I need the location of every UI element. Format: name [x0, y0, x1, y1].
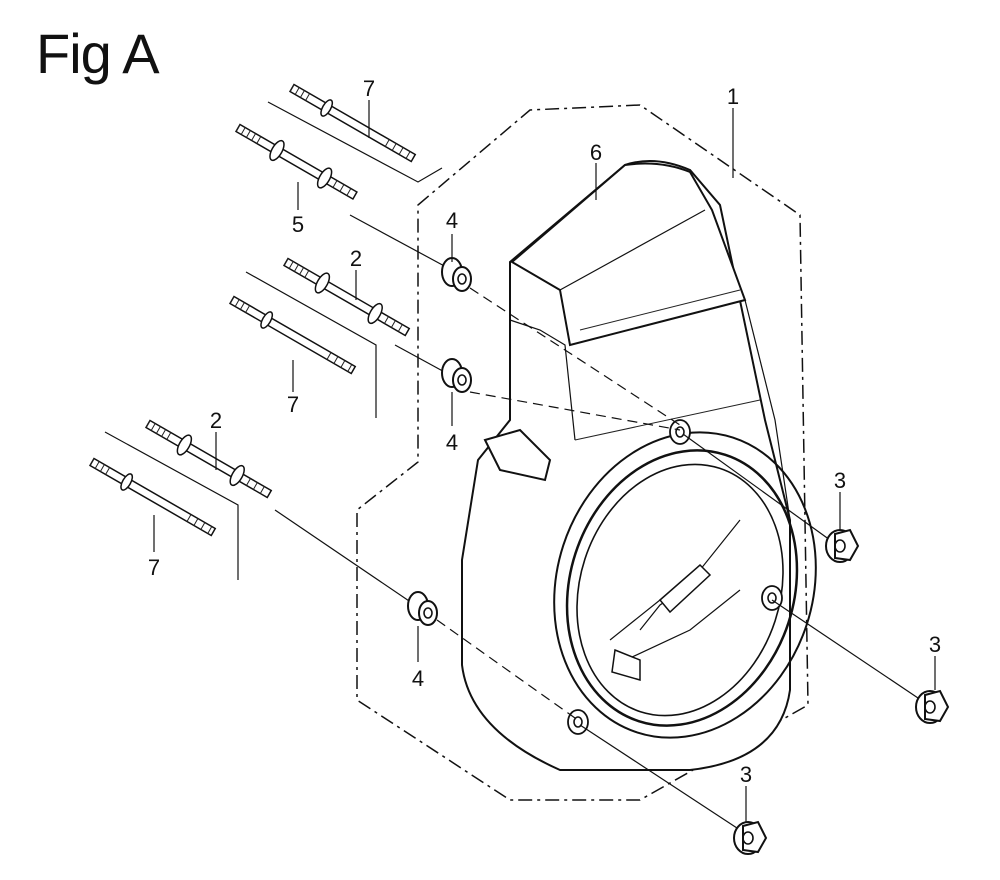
fastener-parts: [88, 83, 417, 537]
callout-grommet-c: 4: [412, 666, 424, 691]
grommet-parts: [407, 257, 472, 626]
pin-bottom: [88, 457, 217, 537]
callout-stud-bolt: 5: [292, 212, 304, 237]
bolt-upper: [282, 257, 411, 337]
bolt-lower: [144, 419, 273, 499]
fastener-group-brackets: [104, 101, 443, 580]
assembly-leader-lines: [274, 214, 919, 831]
callout-grommet-b: 4: [446, 430, 458, 455]
figure-title: Fig A: [36, 22, 160, 85]
flange-nut-b: [915, 689, 950, 724]
callout-pin-mid: 7: [287, 392, 299, 417]
stud-bolt: [234, 123, 358, 200]
grommet-c: [407, 591, 438, 626]
pin-mid: [228, 295, 357, 375]
callout-flange-nut-a: 3: [834, 468, 846, 493]
callout-flange-nut-c: 3: [740, 762, 752, 787]
flange-nut-a: [825, 528, 860, 563]
callout-pin-top: 7: [363, 76, 375, 101]
assembly-boundary-outline: [356, 104, 809, 801]
pin-top: [288, 83, 417, 163]
callout-pin-bottom: 7: [148, 555, 160, 580]
callout-bolt-upper: 2: [350, 246, 362, 271]
flange-nut-parts: [733, 528, 950, 855]
callout-grommet-a: 4: [446, 208, 458, 233]
grommet-a: [441, 257, 472, 292]
fan-opening-ring: [553, 431, 817, 739]
callout-bolt-lower: 2: [210, 408, 222, 433]
callout-cover: 6: [590, 140, 602, 165]
part-callouts: 1 6 7 5 4 2 7 4 2 7 4 3 3: [148, 76, 941, 822]
flange-nut-c: [733, 820, 768, 855]
callout-shroud: 1: [727, 84, 739, 109]
fan-shroud: [461, 160, 791, 771]
callout-flange-nut-b: 3: [929, 632, 941, 657]
grommet-b: [441, 358, 472, 393]
